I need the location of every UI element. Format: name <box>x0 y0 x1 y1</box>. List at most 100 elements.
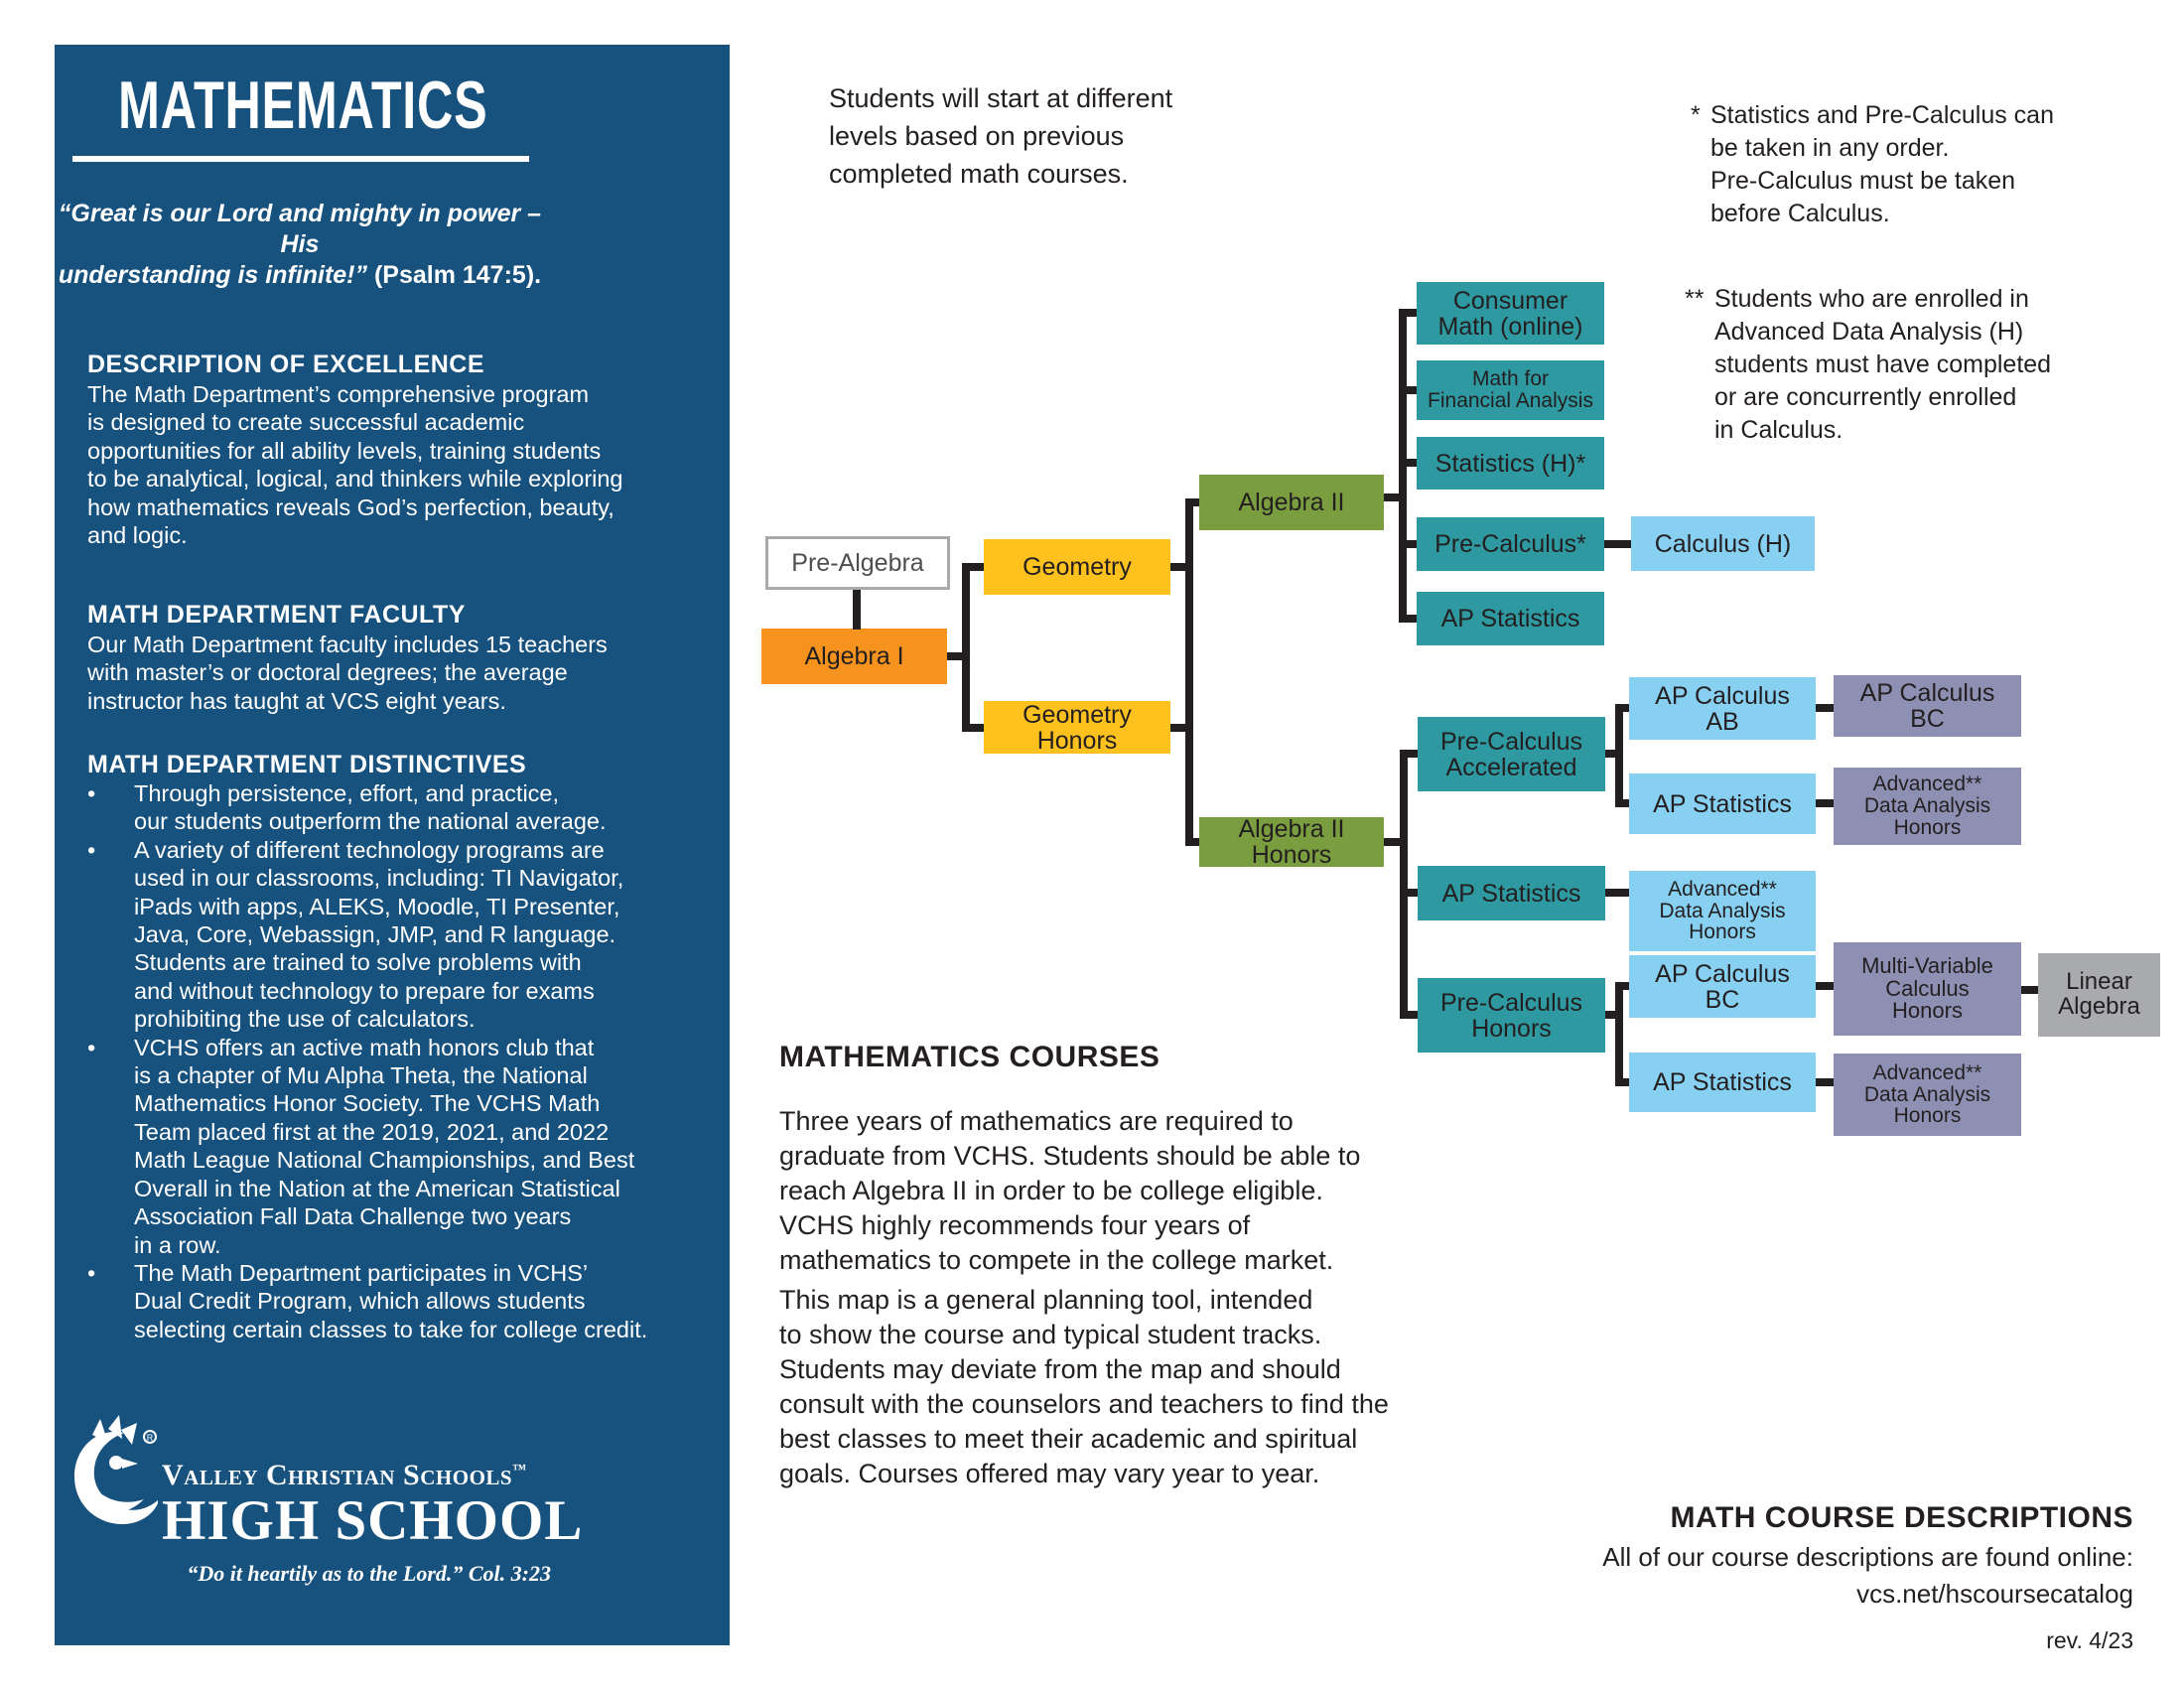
sidebar: MATHEMATICS “Great is our Lord and might… <box>55 45 730 1645</box>
course-node-ap-statistics-1: AP Statistics <box>1417 592 1604 645</box>
school-logo: R Valley Christian Schools™ HIGH SCHOOL … <box>65 1411 584 1587</box>
flow-connector <box>1604 540 1631 548</box>
logo-school-name: Valley Christian Schools™ <box>162 1459 527 1491</box>
bullet-icon: • <box>87 1259 96 1286</box>
flow-connector <box>1399 386 1417 394</box>
footnote-double-asterisk: ** Students who are enrolled in Advanced… <box>1685 283 2051 447</box>
flow-connector <box>1400 1011 1418 1019</box>
course-node-pre-calculus: Pre-Calculus* <box>1417 517 1604 571</box>
intro-note: Students will start at different levels … <box>829 83 1173 189</box>
scripture-quote: “Great is our Lord and mighty in power –… <box>55 199 545 291</box>
course-node-algebra-2-honors: Algebra II Honors <box>1199 816 1384 868</box>
courses-section-heading: MATHEMATICS COURSES <box>779 1041 1160 1073</box>
footer-course-descriptions: MATH COURSE DESCRIPTIONS All of our cour… <box>1602 1501 2133 1654</box>
flow-connector <box>2021 986 2038 994</box>
course-node-geometry-honors: Geometry Honors <box>984 701 1170 754</box>
course-node-ap-statistics-3: AP Statistics <box>1629 774 1816 834</box>
course-node-pre-calculus-accelerated: Pre-Calculus Accelerated <box>1418 717 1605 791</box>
flow-connector <box>1816 982 1834 990</box>
course-node-advanced-data-analysis-3: Advanced** Data Analysis Honors <box>1834 1054 2021 1136</box>
flow-connector <box>1615 1078 1629 1086</box>
footer-url: vcs.net/hscoursecatalog <box>1856 1579 2133 1609</box>
flow-connector <box>1170 563 1193 571</box>
footer-line: All of our course descriptions are found… <box>1602 1542 2133 1572</box>
bullet-icon: • <box>87 1034 96 1060</box>
course-node-linear-algebra: Linear Algebra <box>2038 953 2160 1037</box>
flow-connector <box>1615 704 1629 712</box>
courses-paragraph-2: This map is a general planning tool, int… <box>779 1285 1389 1488</box>
flow-connector <box>1605 750 1615 758</box>
flow-connector <box>1605 889 1629 897</box>
flow-connector <box>962 563 970 732</box>
logo-high-school: HIGH SCHOOL <box>162 1489 584 1552</box>
course-node-ap-statistics-4: AP Statistics <box>1629 1053 1816 1112</box>
flow-connector <box>1399 309 1417 317</box>
footnote-single-asterisk: * Statistics and Pre-Calculus can be tak… <box>1691 99 2054 230</box>
section-heading-distinctives: MATH DEPARTMENT DISTINCTIVES <box>87 751 527 778</box>
course-node-ap-statistics-2: AP Statistics <box>1418 866 1605 920</box>
flow-connector <box>1615 704 1623 807</box>
courses-paragraph-1: Three years of mathematics are required … <box>779 1106 1361 1275</box>
double-asterisk-marker: ** <box>1685 285 1705 313</box>
flow-connector <box>947 652 970 660</box>
flow-connector <box>1384 838 1408 846</box>
course-node-consumer-math: Consumer Math (online) <box>1417 282 1604 345</box>
page-title: MATHEMATICS <box>117 68 488 143</box>
list-item: •VCHS offers an active math honors club … <box>87 1034 635 1258</box>
flow-connector <box>1400 750 1418 758</box>
course-node-math-financial-analysis: Math for Financial Analysis <box>1417 360 1604 420</box>
quote-line1: “Great is our Lord and mighty in power –… <box>58 200 542 258</box>
footer-heading: MATH COURSE DESCRIPTIONS <box>1670 1501 2133 1534</box>
flow-connector <box>1399 615 1417 623</box>
revision-label: rev. 4/23 <box>2046 1627 2133 1653</box>
course-node-statistics-h: Statistics (H)* <box>1417 437 1604 490</box>
title-underline <box>72 156 529 162</box>
flow-connector <box>1615 982 1623 1086</box>
course-node-ap-calculus-bc-2: AP Calculus BC <box>1629 955 1816 1018</box>
flow-connector <box>1384 493 1407 501</box>
flow-connector <box>1615 982 1629 990</box>
bullet-icon: • <box>87 780 96 806</box>
list-item: •The Math Department participates in VCH… <box>87 1259 648 1342</box>
asterisk-marker: * <box>1691 101 1701 129</box>
course-node-advanced-data-analysis-1: Advanced** Data Analysis Honors <box>1834 768 2021 845</box>
course-node-algebra-2: Algebra II <box>1199 475 1384 530</box>
quote-line2: understanding is infinite!” <box>58 261 367 289</box>
flow-connector <box>1615 799 1629 807</box>
flow-connector <box>1816 1078 1834 1086</box>
section-heading-description: DESCRIPTION OF EXCELLENCE <box>87 351 485 378</box>
logo-text: Valley Christian Schools™ HIGH SCHOOL “D… <box>162 1411 584 1587</box>
flow-connector <box>853 590 861 630</box>
description-body: The Math Department’s comprehensive prog… <box>87 381 623 549</box>
list-item: •Through persistence, effort, and practi… <box>87 780 607 835</box>
flow-connector <box>962 563 984 571</box>
list-item: •A variety of different technology progr… <box>87 836 624 1033</box>
flow-connector <box>1399 459 1417 467</box>
trademark-icon: ™ <box>512 1463 527 1477</box>
flow-connector <box>1170 724 1193 732</box>
distinctives-list: •Through persistence, effort, and practi… <box>87 779 713 1343</box>
flow-connector <box>962 724 984 732</box>
dove-logo-icon: R <box>74 1415 158 1524</box>
course-node-advanced-data-analysis-2: Advanced** Data Analysis Honors <box>1629 871 1816 951</box>
course-node-ap-calculus-bc-1: AP Calculus BC <box>1834 675 2021 737</box>
course-node-calculus-h: Calculus (H) <box>1631 516 1815 571</box>
flow-connector <box>1816 799 1834 807</box>
course-node-algebra-1: Algebra I <box>761 629 947 684</box>
section-heading-faculty: MATH DEPARTMENT FACULTY <box>87 601 466 629</box>
faculty-body: Our Math Department faculty includes 15 … <box>87 632 608 714</box>
flow-connector <box>1185 498 1199 506</box>
svg-text:R: R <box>147 1433 154 1443</box>
flow-connector <box>1399 540 1417 548</box>
flow-connector <box>1185 498 1193 846</box>
flow-connector <box>1185 838 1199 846</box>
course-node-pre-algebra: Pre-Algebra <box>765 536 950 590</box>
quote-reference: (Psalm 147:5). <box>367 261 542 289</box>
flow-connector <box>1400 889 1418 897</box>
bullet-icon: • <box>87 836 96 863</box>
course-node-multi-variable-calculus: Multi-Variable Calculus Honors <box>1834 942 2021 1036</box>
course-node-pre-calculus-honors: Pre-Calculus Honors <box>1418 978 1605 1053</box>
course-node-ap-calculus-ab: AP Calculus AB <box>1629 677 1816 740</box>
